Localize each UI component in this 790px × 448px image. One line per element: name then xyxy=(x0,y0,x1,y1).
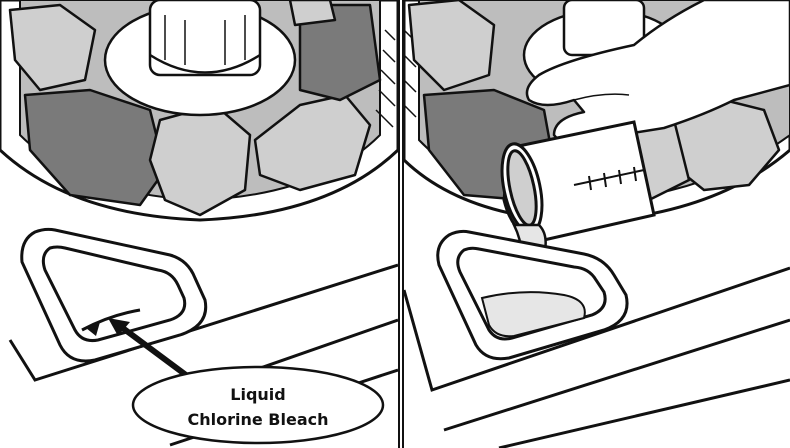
bleach-dispenser-icon xyxy=(438,231,627,358)
right-panel-pouring-bleach xyxy=(404,0,790,448)
callout-line-2: Chlorine Bleach xyxy=(188,410,329,429)
callout-line-1: Liquid xyxy=(230,385,285,404)
left-panel-dispenser-location: Liquid Chlorine Bleach xyxy=(0,0,398,448)
bleach-label-callout: Liquid Chlorine Bleach xyxy=(133,367,383,443)
dispenser-location-illustration: Liquid Chlorine Bleach xyxy=(0,0,398,448)
pouring-bleach-illustration xyxy=(404,0,790,448)
